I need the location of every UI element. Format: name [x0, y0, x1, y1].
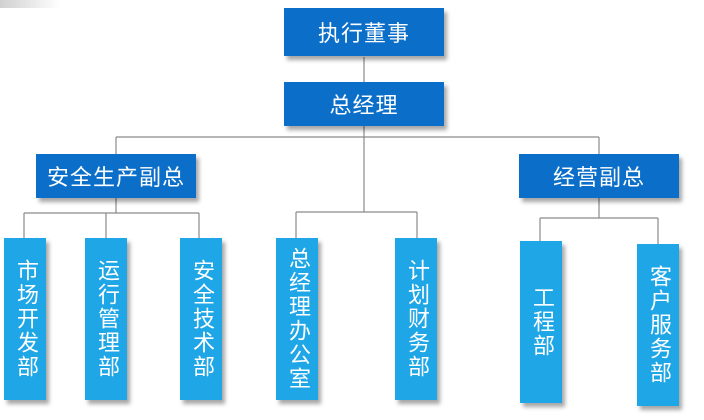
- box-vp-safety-label: 安全生产副总: [46, 166, 185, 191]
- box-vp-safety: 安全生产副总: [36, 154, 196, 198]
- box-dept-operations: 运行管理部: [85, 238, 127, 400]
- box-dept-market-label: 市场开发部: [13, 259, 38, 379]
- box-dept-customer: 客户服务部: [637, 244, 679, 406]
- box-general-manager: 总经理: [284, 82, 444, 126]
- box-vp-business: 经营副总: [519, 154, 679, 198]
- box-dept-customer-label: 客户服务部: [646, 265, 671, 385]
- box-executive-director-label: 执行董事: [317, 22, 410, 47]
- box-dept-engineering-label: 工程部: [529, 286, 554, 358]
- box-dept-finance-label: 计划财务部: [404, 259, 429, 379]
- box-dept-safety-tech-label: 安全技术部: [189, 259, 214, 379]
- box-dept-finance: 计划财务部: [395, 238, 437, 400]
- box-dept-safety-tech: 安全技术部: [180, 238, 222, 400]
- box-executive-director: 执行董事: [284, 8, 444, 56]
- corner-decoration: [0, 0, 60, 8]
- box-dept-engineering: 工程部: [520, 241, 562, 403]
- box-dept-gm-office-label: 总经理办公室: [285, 247, 310, 391]
- box-dept-gm-office: 总经理办公室: [276, 238, 318, 400]
- box-dept-operations-label: 运行管理部: [94, 259, 119, 379]
- box-general-manager-label: 总经理: [329, 94, 399, 119]
- box-vp-business-label: 经营副总: [552, 166, 645, 191]
- box-dept-market: 市场开发部: [4, 238, 46, 400]
